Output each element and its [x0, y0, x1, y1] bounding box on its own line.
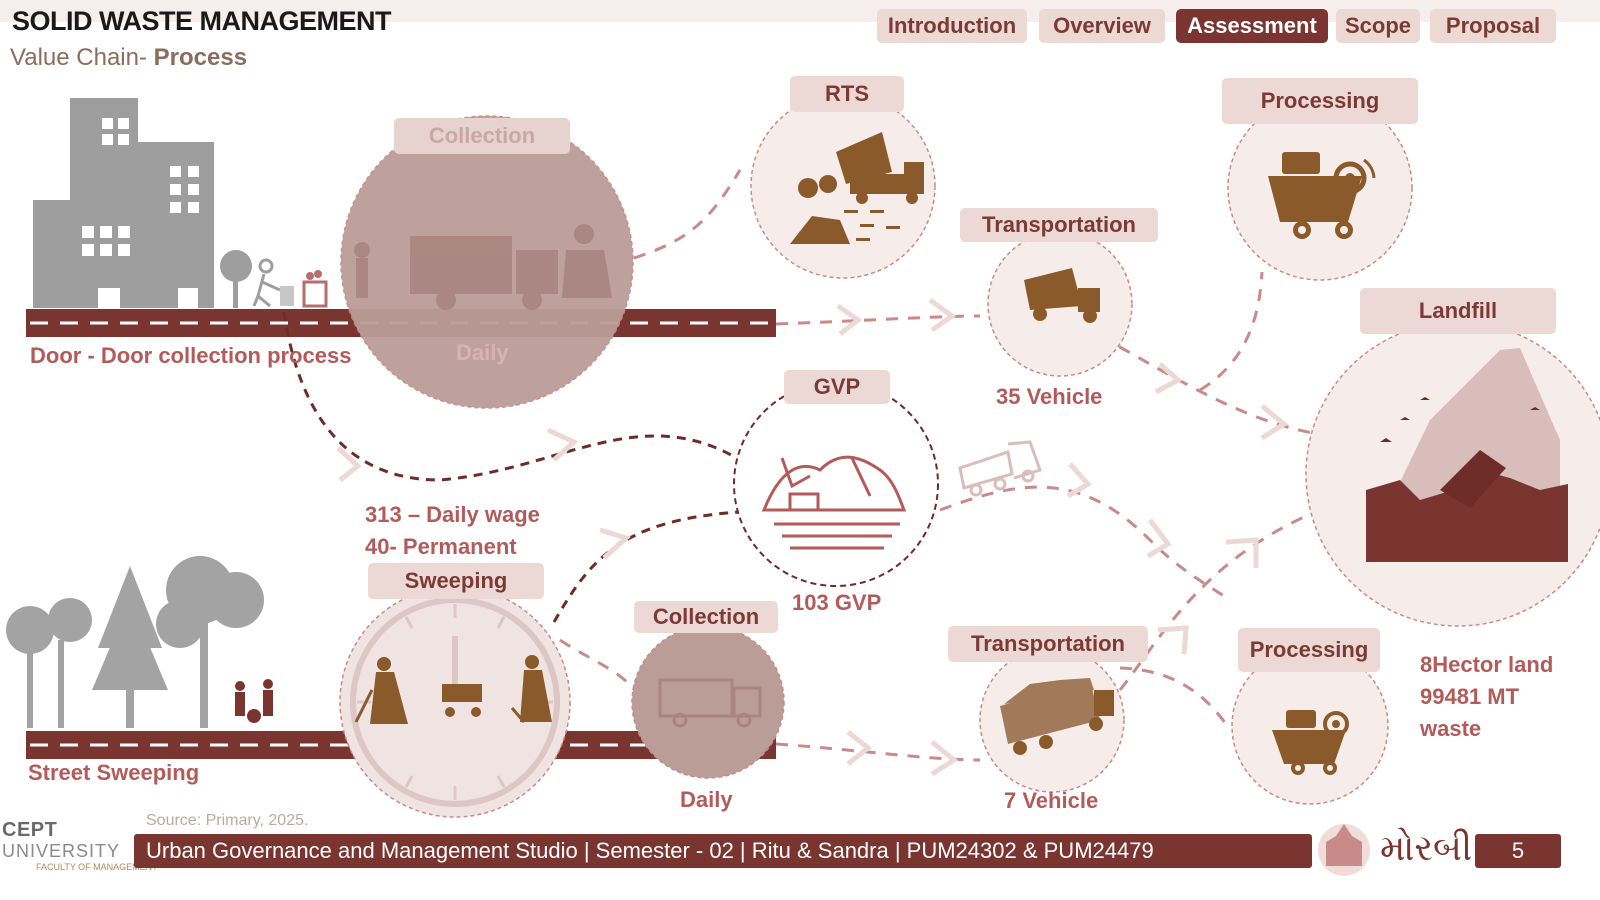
flow-transport-to-processing: [1199, 271, 1264, 392]
logo-line2: UNIVERSITY: [2, 841, 121, 861]
processing-bottom-pill: Processing: [1238, 628, 1380, 672]
transport-top-pill: Transportation: [960, 208, 1158, 242]
sweepers-icon: [354, 655, 552, 724]
garbage-truck-icon: [1024, 268, 1100, 323]
flow-chevrons: [336, 297, 1289, 777]
street-sweeping-label: Street Sweeping: [28, 760, 200, 785]
page-subtitle: Value Chain- Process: [10, 44, 247, 72]
collection-vehicle-icon: [354, 224, 612, 310]
subtitle-prefix: Value Chain-: [10, 44, 154, 71]
dustbin-icon: [302, 270, 328, 308]
tipper-truck-icon: [658, 678, 762, 728]
collection-bottom-pill: Collection: [634, 601, 778, 633]
landfill-waste-word: waste: [1420, 716, 1482, 741]
flow-road-to-transport-bottom: [775, 742, 981, 762]
collection-top-pill: Collection: [394, 118, 570, 154]
subtitle-bold: Process: [153, 44, 248, 71]
sweeping-pill: Sweeping: [368, 563, 544, 599]
logo-line1: CEPT: [2, 819, 58, 841]
flow-gvp-to-landfill: [939, 485, 1231, 602]
flow-transport-to-landfill: [1099, 334, 1319, 436]
truck-outline-icon: [958, 440, 1042, 497]
tab-assessment[interactable]: Assessment: [1176, 9, 1328, 43]
transport-bottom-detail: 7 Vehicle: [1004, 788, 1099, 813]
landfill-pill: Landfill: [1360, 288, 1556, 334]
page-title: SOLID WASTE MANAGEMENT: [12, 6, 392, 36]
flow-transport-bottom-to-landfill: [1118, 508, 1321, 691]
rts-circle: [750, 93, 936, 279]
sweeping-permanent: 40- Permanent: [365, 534, 517, 559]
flow-sweeping-to-collection: [559, 638, 638, 693]
landfill-icon: [1366, 348, 1568, 562]
clock-ticks: [357, 604, 553, 800]
collection-bottom-freq: Daily: [680, 787, 733, 812]
flow-collection-to-rts: [633, 169, 742, 260]
loaded-truck-icon: [1000, 678, 1114, 755]
door-collection-label: Door - Door collection process: [30, 343, 352, 368]
tab-proposal[interactable]: Proposal: [1430, 9, 1556, 43]
footer-bar: Urban Governance and Management Studio |…: [134, 834, 1312, 868]
garbage-pile-icon: [761, 455, 907, 550]
tree-small-icon: [220, 250, 252, 308]
trees-icon: [6, 556, 264, 728]
collector-icon: [252, 258, 294, 308]
collection-top-freq: Daily: [456, 340, 509, 365]
dump-truck-icon: [790, 132, 924, 244]
flow-paths: [559, 169, 1321, 762]
processing-top-pill: Processing: [1222, 78, 1418, 124]
sweeping-daily-wage: 313 – Daily wage: [365, 502, 540, 527]
logo-line3: FACULTY OF MANAGEMENT: [36, 862, 158, 872]
tab-introduction[interactable]: Introduction: [877, 9, 1027, 43]
processing-cart-icon: [1268, 152, 1376, 239]
clock-face: [350, 597, 560, 807]
tab-scope[interactable]: Scope: [1336, 9, 1420, 43]
rts-pill: RTS: [790, 76, 904, 112]
processing-bottom-cart-icon: [1272, 710, 1349, 775]
page-number: 5: [1475, 834, 1561, 868]
tab-overview[interactable]: Overview: [1039, 9, 1165, 43]
gvp-detail: 103 GVP: [792, 590, 882, 615]
cept-logo: CEPT UNIVERSITY FACULTY OF MANAGEMENT: [2, 820, 158, 872]
transport-bottom-pill: Transportation: [948, 626, 1148, 662]
transport-top-detail: 35 Vehicle: [996, 384, 1103, 409]
morbi-emblem-icon: [1318, 824, 1370, 876]
landfill-waste-qty: 99481 MT: [1420, 684, 1520, 709]
flow-transport-bottom-to-processing: [1119, 666, 1232, 731]
source-note: Source: Primary, 2025.: [146, 812, 309, 829]
people-icon: [235, 679, 273, 723]
city-name: મોરબી: [1380, 828, 1473, 869]
buildings-icon: [33, 98, 214, 308]
gvp-circle: [733, 381, 939, 587]
landfill-land: 8Hector land: [1420, 652, 1554, 677]
gvp-pill: GVP: [784, 370, 890, 404]
